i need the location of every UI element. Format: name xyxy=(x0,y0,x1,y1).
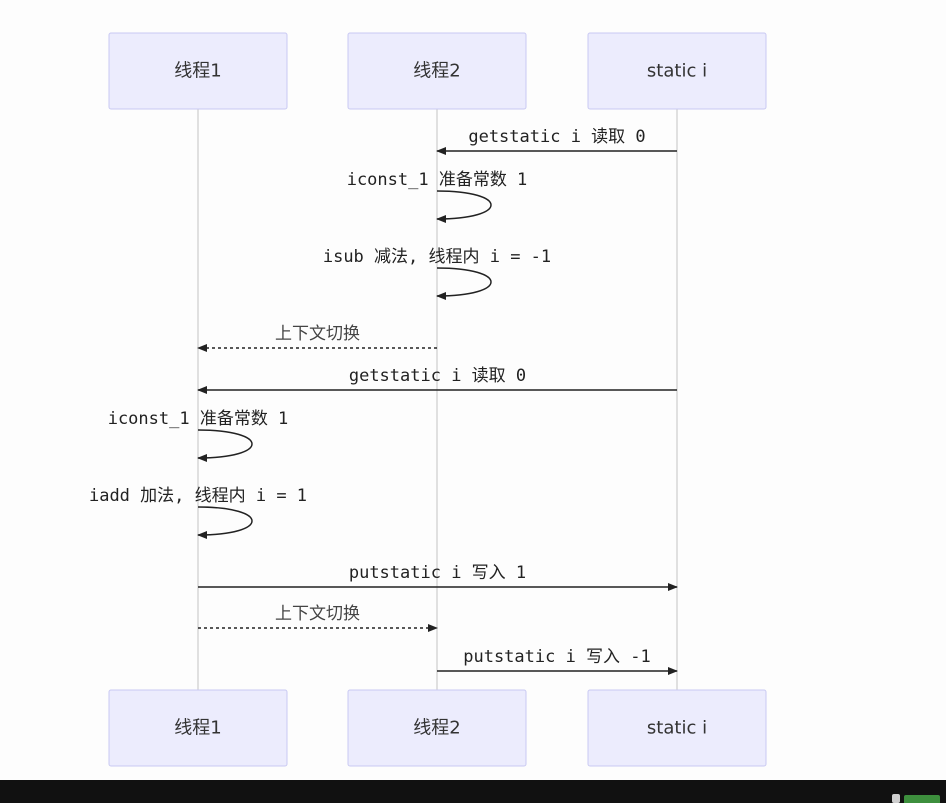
actor-label: static i xyxy=(647,61,707,82)
message-label: 上下文切换 xyxy=(275,604,360,624)
actor-label: 线程2 xyxy=(413,61,460,82)
actor-label: 线程2 xyxy=(413,718,460,739)
message-5: getstatic i 读取 0 xyxy=(197,366,677,394)
actor-box-t2-bottom: 线程2 xyxy=(347,689,527,767)
actor-box-si-bottom: static i xyxy=(587,689,767,767)
message-4: 上下文切换 xyxy=(197,324,437,352)
message-6: iconst_1 准备常数 1 xyxy=(108,409,289,462)
message-label: iadd 加法, 线程内 i = 1 xyxy=(89,486,307,506)
self-loop-arrow xyxy=(197,506,253,539)
message-label: getstatic i 读取 0 xyxy=(349,366,526,386)
lifelines xyxy=(197,109,678,690)
actor-label: 线程1 xyxy=(174,718,221,739)
message-label: getstatic i 读取 0 xyxy=(468,127,645,147)
message-3: isub 减法, 线程内 i = -1 xyxy=(323,247,551,300)
actor-rect xyxy=(347,689,527,767)
message-1: getstatic i 读取 0 xyxy=(436,127,677,155)
actor-box-t1-bottom: 线程1 xyxy=(108,689,288,767)
message-2: iconst_1 准备常数 1 xyxy=(347,170,528,223)
sequence-diagram: 线程1 线程2 static i 线程1 线程2 static i getstatic … xyxy=(89,32,767,767)
message-label: iconst_1 准备常数 1 xyxy=(347,170,528,190)
actor-rect xyxy=(587,32,767,110)
message-label: putstatic i 写入 -1 xyxy=(463,647,651,667)
actors-bottom: 线程1 线程2 static i xyxy=(108,689,767,767)
message-8: putstatic i 写入 1 xyxy=(198,563,678,591)
actor-label: 线程1 xyxy=(174,61,221,82)
actor-rect xyxy=(347,32,527,110)
battery-icon xyxy=(904,795,940,803)
power-plug-icon xyxy=(892,794,900,803)
message-label: putstatic i 写入 1 xyxy=(349,563,526,583)
message-9: 上下文切换 xyxy=(198,604,438,632)
message-10: putstatic i 写入 -1 xyxy=(437,647,678,675)
actor-rect xyxy=(587,689,767,767)
self-loop-arrow xyxy=(436,267,492,300)
actor-box-si-top: static i xyxy=(587,32,767,110)
actor-box-t1-top: 线程1 xyxy=(108,32,288,110)
message-label: 上下文切换 xyxy=(275,324,360,344)
actor-rect xyxy=(108,32,288,110)
message-7: iadd 加法, 线程内 i = 1 xyxy=(89,486,307,539)
message-label: iconst_1 准备常数 1 xyxy=(108,409,289,429)
messages: getstatic i 读取 0 iconst_1 准备常数 1 isub 减法, … xyxy=(89,127,678,675)
actors-top: 线程1 线程2 static i xyxy=(108,32,767,110)
self-loop-arrow xyxy=(436,190,492,223)
message-label: isub 减法, 线程内 i = -1 xyxy=(323,247,551,267)
taskbar xyxy=(0,780,946,803)
actor-label: static i xyxy=(647,718,707,739)
actor-rect xyxy=(108,689,288,767)
actor-box-t2-top: 线程2 xyxy=(347,32,527,110)
self-loop-arrow xyxy=(197,429,253,462)
